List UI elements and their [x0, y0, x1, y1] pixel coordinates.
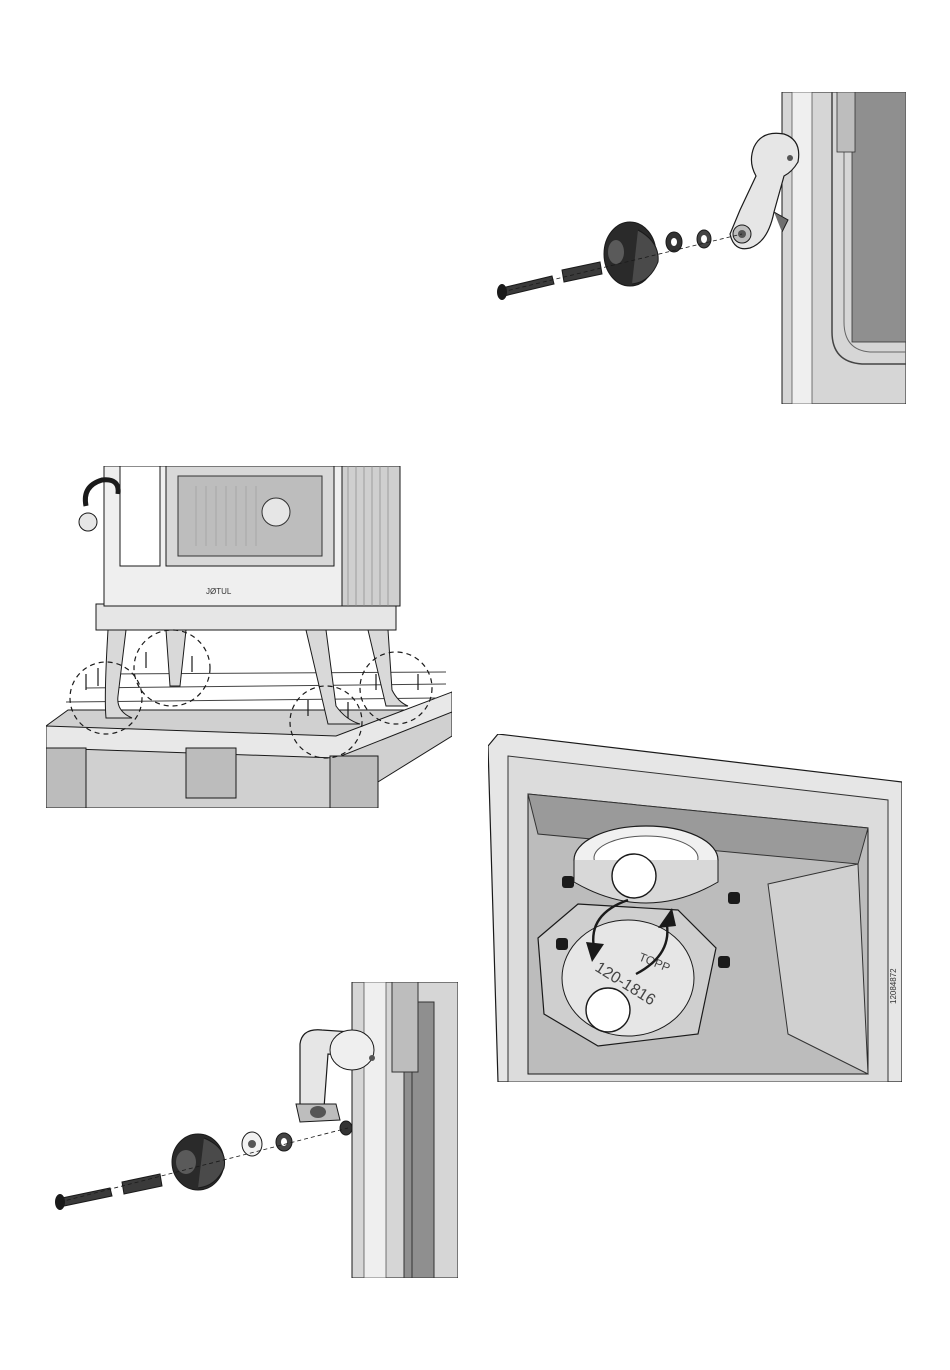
callout-circle-2 — [586, 988, 630, 1032]
figure-door-handle-bottom — [52, 982, 458, 1278]
door-handle-exploded-assembly-icon — [52, 982, 458, 1278]
figure-flue-outlet: 120-1816 TOPP 12084872 — [488, 734, 902, 1082]
figure-stove-on-pallet: JØTUL — [46, 466, 452, 808]
flue-outlet-rotation-icon: 120-1816 TOPP 12084872 — [488, 734, 902, 1082]
door-handle-exploded-assembly-icon — [492, 92, 906, 404]
stove-on-pallet-icon: JØTUL — [46, 466, 452, 808]
figure-door-handle-top — [492, 92, 906, 404]
side-part-number: 12084872 — [889, 968, 898, 1004]
callout-circle-1 — [612, 854, 656, 898]
stove-logo: JØTUL — [206, 587, 232, 596]
